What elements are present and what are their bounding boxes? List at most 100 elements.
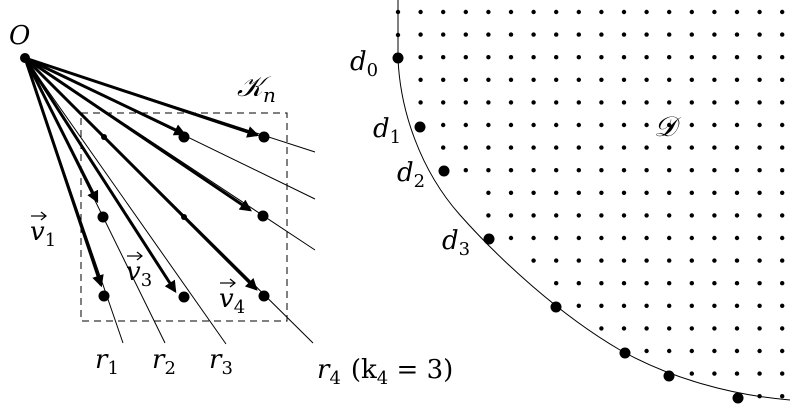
ray-label-r2: r2 [152,345,176,379]
domain-dot [486,122,491,128]
domain-dot [486,100,491,105]
domain-dot [463,168,468,173]
domain-dot [621,55,627,60]
domain-dot [757,371,762,376]
domain-dot [486,213,491,218]
domain-dot [576,258,581,263]
lattice-point [178,291,190,303]
domain-dot [418,55,423,60]
domain-dot [621,32,627,37]
domain-dot [531,55,536,60]
cone-figure: O 𝒦n v1 v3 v4 r1 r2 r3 r4(k4 = 3) [9,21,453,389]
domain-dot [689,326,694,331]
domain-dot [712,100,717,105]
lattice-point [97,211,109,223]
domain-dot [757,145,762,150]
domain-dot [508,77,514,83]
domain-dot [734,100,740,105]
domain-dot [644,9,649,15]
boundary-label-d2: d2 [397,158,425,192]
domain-dot [554,122,559,128]
domain-dot [644,168,649,173]
domain-dot [667,32,672,37]
domain-dot [689,100,694,105]
domain-dot [644,190,649,195]
boundary-label-d1: d1 [373,114,401,148]
ray-label-r3: r3 [209,345,233,379]
domain-dot [531,145,536,150]
domain-dot [689,348,694,354]
domain-dot [780,258,785,263]
vector-arrow [23,57,177,294]
domain-dot [667,190,672,195]
domain-dot [554,281,559,286]
domain-dot [621,235,627,241]
domain-dot [757,32,762,37]
domain-dot [667,213,672,218]
domain-dot [757,168,762,173]
domain-dot [576,145,581,150]
domain-label: 𝒟 [654,110,681,143]
domain-dot [734,9,740,15]
svg-text:v1: v1 [30,217,56,251]
domain-boundary [397,0,791,401]
domain-dot [667,235,672,241]
origin-point [20,53,30,63]
domain-dot [780,77,785,83]
domain-dot [621,190,627,195]
domain-dot [621,168,627,173]
domain-dot [554,100,559,105]
boundary-point-d2 [438,165,450,177]
domain-dot [780,371,785,376]
domain-dot [554,32,559,37]
domain-dot [734,77,740,83]
boundary-point-d0 [392,52,404,64]
domain-dot [689,213,694,218]
vector-arrow [23,56,258,291]
domain-dot [712,235,717,241]
domain-dot [734,235,740,241]
domain-dot [644,122,649,128]
domain-dot [599,326,604,331]
domain-dot [734,326,740,331]
domain-dot [486,77,491,83]
vector-arrow [23,57,104,288]
lattice-point [258,131,270,143]
domain-dot [644,235,649,241]
domain-dot [712,371,717,376]
vector-label-v4: v4 [219,278,245,318]
domain-dot [734,122,740,128]
domain-dot [508,55,514,60]
domain-dot [689,190,694,195]
domain-dot [418,9,423,15]
domain-dot [599,100,604,105]
boundary-point-d3 [483,233,495,245]
boundary-point-d1 [414,121,426,133]
domain-dot [757,77,762,83]
domain-dot [689,32,694,37]
domain-dot [508,168,514,173]
domain-dot [599,77,604,83]
domain-dot [734,213,740,218]
ray-label-r4: r4(k4 = 3) [317,355,453,389]
domain-dot [418,77,423,83]
domain-dot [757,281,762,286]
domain-dot [734,168,740,173]
domain-dot [667,9,672,15]
domain-dot [712,122,717,128]
domain-dot [667,122,672,128]
domain-dot [644,303,649,308]
domain-dot [689,145,694,150]
domain-dot [734,281,740,286]
domain-dot [712,168,717,173]
domain-dot [441,32,446,37]
domain-dot [441,77,446,83]
domain-dot [757,235,762,241]
domain-figure: 𝒟 d0 d1 d2 d3 [350,0,791,404]
domain-dot [576,281,581,286]
domain-dot [780,213,785,218]
domain-dot [576,235,581,241]
domain-dot [463,55,468,60]
domain-dot [780,394,785,399]
domain-dot [463,77,468,83]
